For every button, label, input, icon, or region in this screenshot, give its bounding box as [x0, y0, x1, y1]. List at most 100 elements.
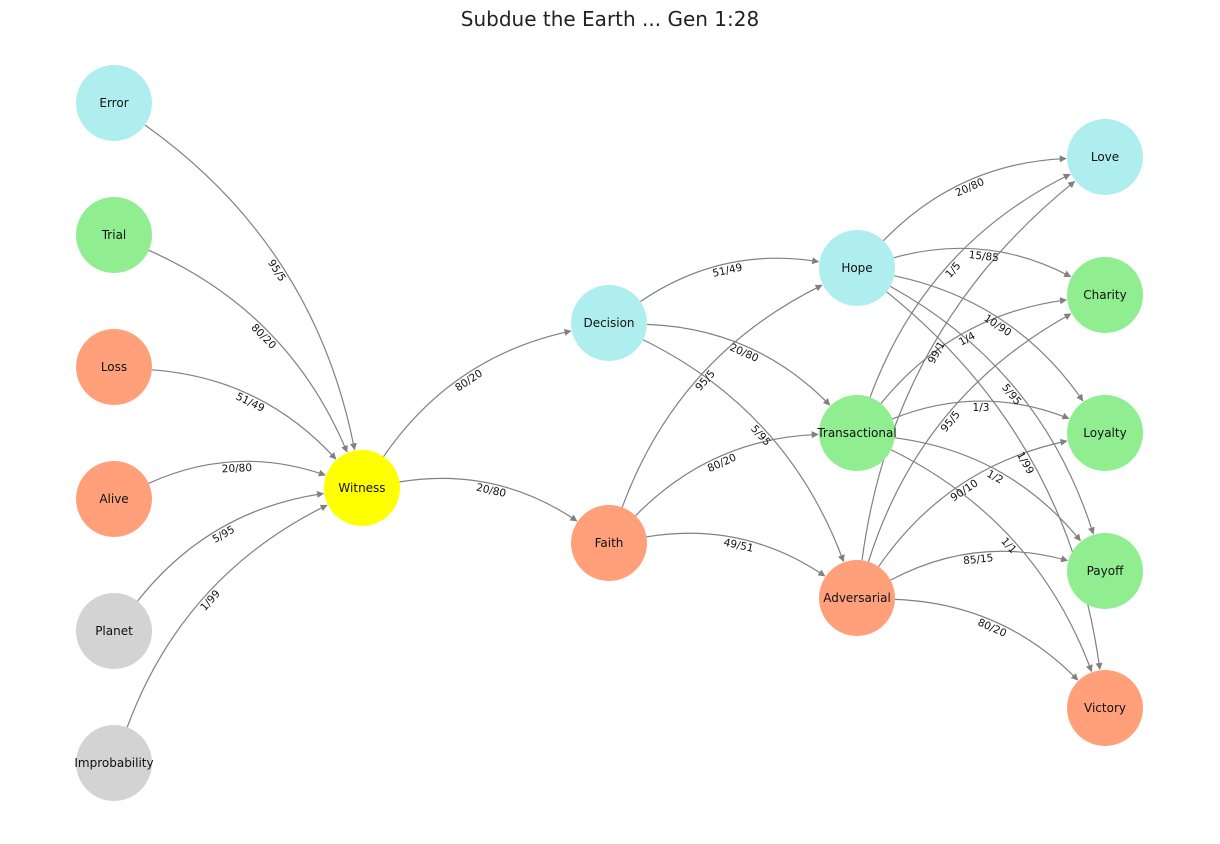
edge-adversarial-to-victory: [894, 598, 1079, 681]
edge-label-transactional-to-payoff: 1/2: [984, 468, 1005, 487]
edge-transactional-to-loyalty: [892, 400, 1070, 420]
edge-trial-to-witness: [148, 249, 348, 453]
node-circle-victory: [1067, 670, 1143, 746]
node-circle-loyalty: [1067, 395, 1143, 471]
node-hope: Hope: [819, 230, 895, 306]
node-label-error: Error: [99, 96, 128, 110]
node-circle-alive: [76, 461, 152, 537]
node-label-alive: Alive: [99, 492, 128, 506]
edge-faith-to-hope: [621, 284, 823, 508]
node-adversarial: Adversarial: [819, 560, 895, 636]
edge-faith-to-transactional: [635, 431, 819, 517]
edge-label-planet-to-witness: 5/95: [210, 524, 236, 546]
node-circle-charity: [1067, 257, 1143, 333]
node-payoff: Payoff: [1067, 533, 1143, 609]
node-circle-decision: [571, 285, 647, 361]
edge-transactional-to-charity: [880, 297, 1068, 404]
node-circle-transactional: [819, 395, 895, 471]
node-circle-adversarial: [819, 560, 895, 636]
edges-layer: [126, 124, 1103, 728]
diagram-title: Subdue the Earth ... Gen 1:28: [461, 7, 759, 31]
node-circle-payoff: [1067, 533, 1143, 609]
edge-label-hope-to-payoff: 5/95: [999, 382, 1023, 408]
edge-label-transactional-to-victory: 1/1: [998, 535, 1018, 556]
edge-transactional-to-victory: [890, 449, 1093, 673]
edge-label-alive-to-witness: 20/80: [222, 462, 253, 475]
edge-label-hope-to-victory: 1/99: [1014, 450, 1036, 476]
edge-hope-to-victory: [886, 291, 1103, 671]
edge-label-adversarial-to-love: 99/1: [926, 339, 948, 365]
edge-label-faith-to-adversarial: 49/51: [722, 537, 754, 555]
node-love: Love: [1067, 119, 1143, 195]
edge-label-improbability-to-witness: 1/99: [198, 588, 223, 614]
edge-label-witness-to-faith: 20/80: [475, 482, 507, 500]
node-witness: Witness: [324, 450, 400, 526]
edge-label-witness-to-decision: 80/20: [453, 367, 485, 394]
node-circle-loss: [76, 329, 152, 405]
node-label-faith: Faith: [595, 536, 624, 550]
edge-planet-to-witness: [137, 490, 325, 602]
node-circle-faith: [571, 505, 647, 581]
node-label-payoff: Payoff: [1087, 564, 1124, 578]
node-label-victory: Victory: [1084, 701, 1126, 715]
node-decision: Decision: [571, 285, 647, 361]
edge-hope-to-payoff: [889, 285, 1095, 535]
edge-adversarial-to-love: [861, 180, 1076, 561]
node-circle-trial: [76, 197, 152, 273]
node-circle-improbability: [76, 725, 152, 801]
node-label-loyalty: Loyalty: [1083, 426, 1126, 440]
edge-hope-to-loyalty: [894, 275, 1084, 402]
node-loyalty: Loyalty: [1067, 395, 1143, 471]
node-circle-hope: [819, 230, 895, 306]
edge-transactional-to-payoff: [894, 437, 1081, 542]
node-circle-planet: [76, 593, 152, 669]
node-planet: Planet: [76, 593, 152, 669]
node-circle-witness: [324, 450, 400, 526]
node-trial: Trial: [76, 197, 152, 273]
edge-adversarial-to-loyalty: [878, 438, 1068, 568]
node-alive: Alive: [76, 461, 152, 537]
edge-hope-to-charity: [893, 247, 1072, 278]
node-improbability: Improbability: [74, 725, 154, 801]
edge-adversarial-to-payoff: [890, 550, 1069, 581]
edge-label-transactional-to-love: 1/5: [943, 260, 963, 281]
node-label-loss: Loss: [101, 360, 127, 374]
node-label-decision: Decision: [583, 316, 634, 330]
node-label-love: Love: [1091, 150, 1119, 164]
edge-witness-to-decision: [383, 328, 572, 458]
edge-label-faith-to-hope: 95/5: [693, 368, 718, 394]
edge-label-decision-to-hope: 51/49: [711, 262, 743, 280]
edge-adversarial-to-charity: [867, 313, 1072, 562]
node-charity: Charity: [1067, 257, 1143, 333]
node-circle-love: [1067, 119, 1143, 195]
edge-label-adversarial-to-charity: 95/5: [939, 409, 963, 435]
node-label-trial: Trial: [101, 228, 127, 242]
edge-transactional-to-love: [869, 173, 1071, 398]
node-victory: Victory: [1067, 670, 1143, 746]
node-label-improbability: Improbability: [74, 756, 153, 770]
node-label-transactional: Transactional: [816, 426, 896, 440]
edge-decision-to-hope: [640, 257, 820, 303]
edge-label-hope-to-loyalty: 10/90: [982, 312, 1014, 339]
node-loss: Loss: [76, 329, 152, 405]
node-label-charity: Charity: [1083, 288, 1126, 302]
edge-improbability-to-witness: [126, 504, 328, 728]
node-faith: Faith: [571, 505, 647, 581]
edge-faith-to-adversarial: [646, 532, 826, 577]
edge-decision-to-transactional: [646, 323, 831, 406]
edge-label-transactional-to-loyalty: 1/3: [973, 402, 990, 414]
node-label-hope: Hope: [841, 261, 872, 275]
edge-label-adversarial-to-payoff: 85/15: [963, 552, 994, 567]
edge-decision-to-adversarial: [642, 339, 845, 563]
edge-label-adversarial-to-loyalty: 90/10: [949, 477, 981, 504]
node-error: Error: [76, 65, 152, 141]
node-label-adversarial: Adversarial: [823, 591, 891, 605]
edge-error-to-witness: [144, 124, 357, 451]
edge-hope-to-love: [883, 155, 1067, 242]
edge-loss-to-witness: [151, 369, 337, 460]
node-label-planet: Planet: [95, 624, 133, 638]
node-transactional: Transactional: [816, 395, 897, 471]
node-circle-error: [76, 65, 152, 141]
edge-witness-to-faith: [399, 477, 578, 522]
